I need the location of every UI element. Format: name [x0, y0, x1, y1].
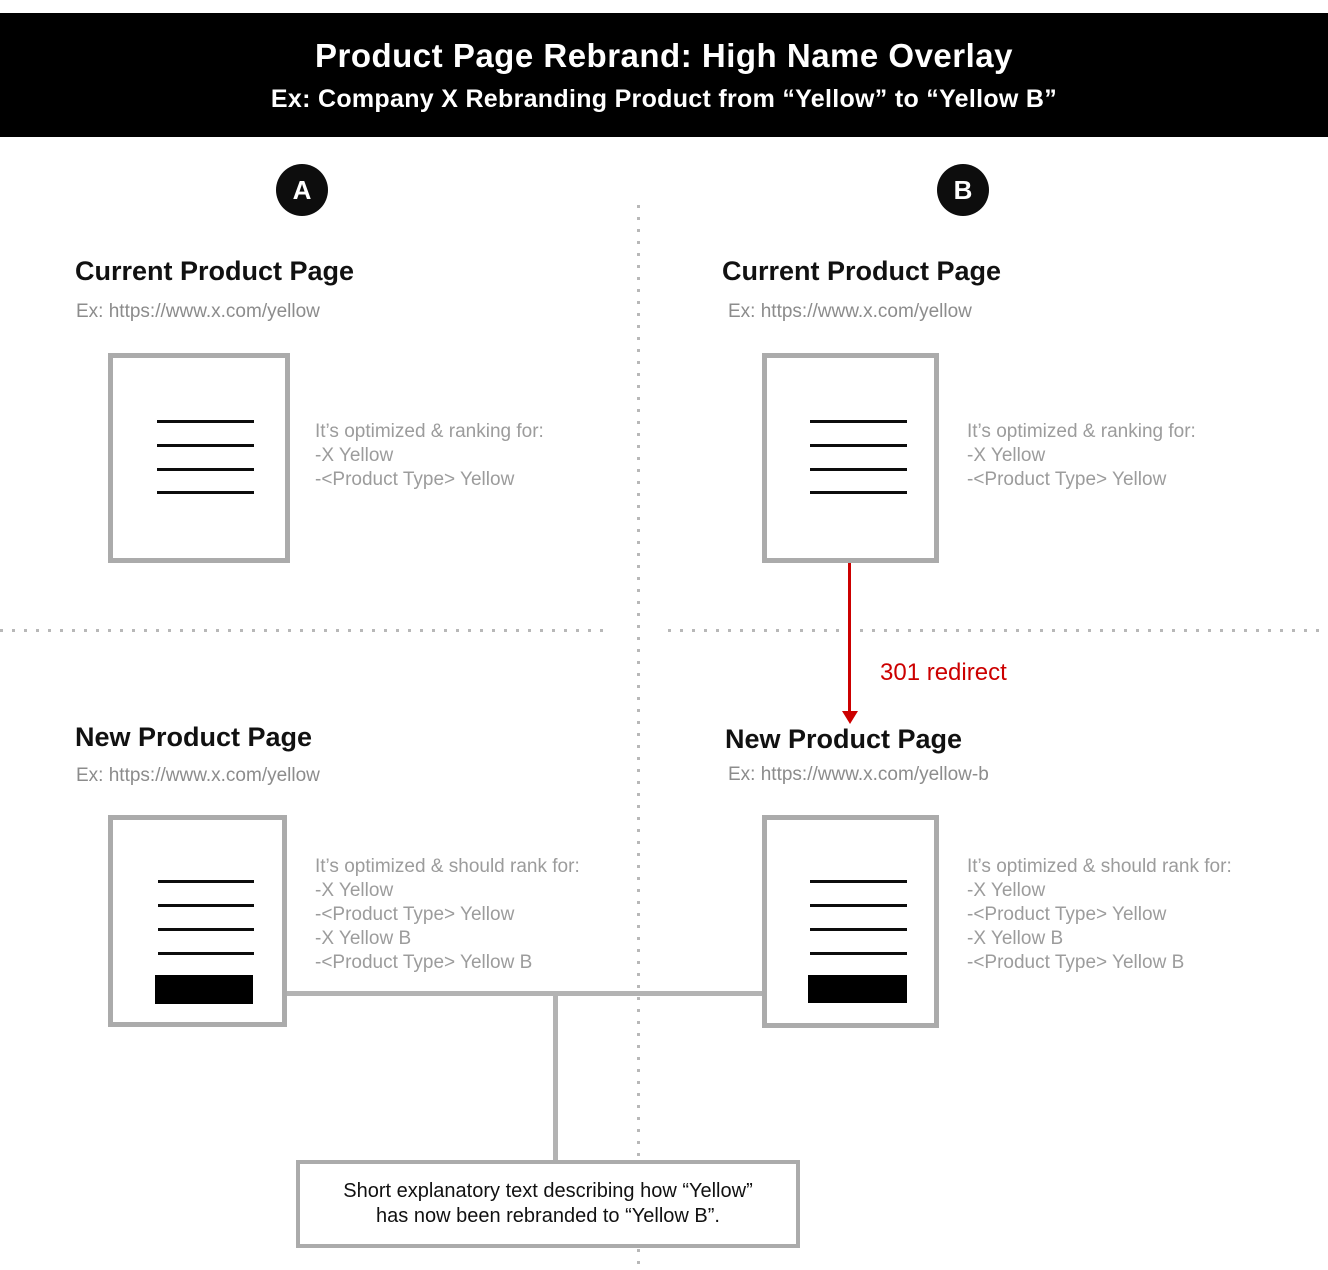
vertical-dotted-divider: [637, 205, 640, 1270]
callout-line: has now been rebranded to “Yellow B”.: [376, 1205, 720, 1227]
connector-line-vertical: [553, 991, 558, 1162]
note-line: It’s optimized & should rank for:: [315, 856, 580, 877]
note-line: -X Yellow: [315, 880, 394, 901]
text-line: [157, 420, 254, 423]
horizontal-dotted-divider-left: [0, 629, 605, 632]
text-line: [158, 928, 254, 931]
b-new-notes: It’s optimized & should rank for: -X Yel…: [967, 855, 1232, 975]
a-current-heading: Current Product Page: [75, 256, 355, 286]
note-line: -X Yellow: [967, 445, 1046, 466]
a-current-url: Ex: https://www.x.com/yellow: [76, 301, 320, 322]
b-new-page-thumbnail: [762, 815, 939, 1028]
text-line: [157, 468, 254, 471]
a-new-notes: It’s optimized & should rank for: -X Yel…: [315, 855, 580, 975]
text-line: [810, 444, 907, 447]
highlighted-title-bar: [808, 975, 907, 1003]
note-line: -<Product Type> Yellow B: [967, 952, 1185, 973]
note-line: -X Yellow B: [315, 928, 412, 949]
text-line: [158, 952, 254, 955]
a-new-page-thumbnail: [108, 815, 287, 1027]
column-b-badge: B: [937, 164, 989, 216]
b-current-heading: Current Product Page: [722, 256, 1002, 286]
note-line: -X Yellow: [967, 880, 1046, 901]
column-a-badge: A: [276, 164, 328, 216]
b-new-url: Ex: https://www.x.com/yellow-b: [728, 764, 989, 785]
text-line: [158, 904, 254, 907]
note-line: It’s optimized & should rank for:: [967, 856, 1232, 877]
text-line: [810, 928, 907, 931]
a-new-url: Ex: https://www.x.com/yellow: [76, 765, 320, 786]
highlighted-title-bar: [155, 975, 253, 1004]
note-line: -<Product Type> Yellow: [967, 904, 1167, 925]
text-line: [158, 880, 254, 883]
text-line: [810, 468, 907, 471]
b-new-heading: New Product Page: [725, 724, 963, 754]
note-line: -X Yellow B: [967, 928, 1064, 949]
explanatory-callout: Short explanatory text describing how “Y…: [296, 1160, 800, 1248]
note-line: -<Product Type> Yellow B: [315, 952, 533, 973]
text-line: [810, 904, 907, 907]
diagram-subtitle: Ex: Company X Rebranding Product from “Y…: [270, 84, 1058, 113]
note-line: -<Product Type> Yellow: [967, 469, 1167, 490]
redirect-arrow-head-icon: [842, 711, 858, 724]
redirect-arrow-line: [848, 563, 851, 712]
a-new-heading: New Product Page: [75, 722, 313, 752]
connector-line-horizontal: [248, 991, 805, 996]
b-current-url: Ex: https://www.x.com/yellow: [728, 301, 972, 322]
title-banner: Product Page Rebrand: High Name Overlay …: [0, 13, 1328, 137]
text-line: [810, 952, 907, 955]
note-line: -X Yellow: [315, 445, 394, 466]
redirect-label: 301 redirect: [880, 659, 1007, 686]
note-line: It’s optimized & ranking for:: [967, 421, 1196, 442]
text-line: [810, 880, 907, 883]
note-line: -<Product Type> Yellow: [315, 469, 515, 490]
note-line: -<Product Type> Yellow: [315, 904, 515, 925]
note-line: It’s optimized & ranking for:: [315, 421, 544, 442]
callout-line: Short explanatory text describing how “Y…: [343, 1180, 753, 1202]
b-current-page-thumbnail: [762, 353, 939, 563]
diagram-title: Product Page Rebrand: High Name Overlay: [314, 36, 1013, 74]
text-line: [157, 491, 254, 494]
text-line: [157, 444, 254, 447]
text-line: [810, 420, 907, 423]
a-current-page-thumbnail: [108, 353, 290, 563]
b-current-notes: It’s optimized & ranking for: -X Yellow …: [967, 420, 1196, 492]
a-current-notes: It’s optimized & ranking for: -X Yellow …: [315, 420, 544, 492]
text-line: [810, 491, 907, 494]
horizontal-dotted-divider-right: [668, 629, 1328, 632]
